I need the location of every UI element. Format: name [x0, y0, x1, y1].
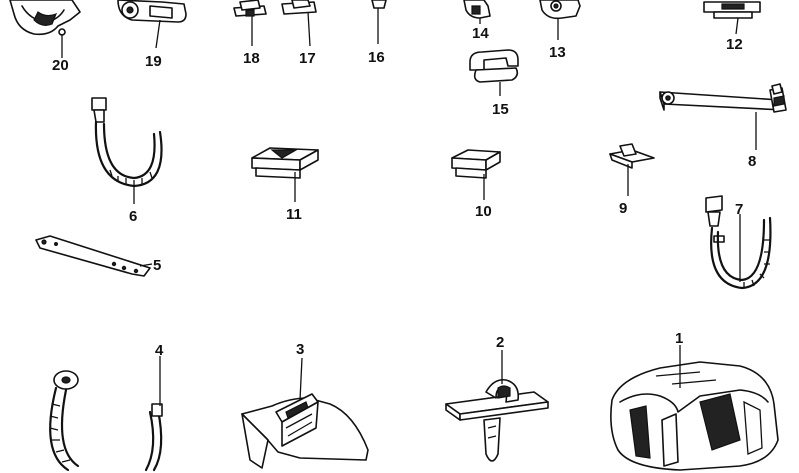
- part-2: 2: [445, 334, 549, 462]
- label-10: 10: [475, 203, 492, 220]
- part-8: 8: [659, 83, 787, 170]
- part-9: 9: [609, 143, 655, 217]
- label-9: 9: [619, 200, 627, 217]
- part-3: 3: [241, 341, 369, 469]
- label-1: 1: [675, 330, 683, 347]
- label-17: 17: [299, 50, 316, 67]
- part-12: 12: [703, 1, 761, 53]
- part-7: 7: [705, 195, 772, 290]
- label-19: 19: [145, 53, 162, 70]
- part-14: 14: [463, 0, 491, 42]
- label-15: 15: [492, 101, 509, 118]
- label-11: 11: [286, 206, 302, 223]
- part-15: 15: [469, 49, 519, 118]
- label-5: 5: [153, 257, 161, 274]
- label-20: 20: [52, 57, 69, 74]
- part-19: 19: [117, 0, 187, 70]
- label-8: 8: [748, 153, 756, 170]
- label-16: 16: [368, 49, 385, 66]
- label-4: 4: [155, 342, 164, 359]
- label-7: 7: [735, 201, 743, 218]
- label-18: 18: [243, 50, 260, 67]
- part-16: 16: [368, 0, 387, 66]
- part-18: 18: [233, 0, 267, 67]
- label-13: 13: [549, 44, 566, 61]
- part-13: 13: [539, 0, 581, 61]
- part-5: 5: [35, 235, 161, 277]
- part-17: 17: [281, 0, 317, 67]
- part-20: 20: [9, 0, 81, 74]
- label-2: 2: [496, 334, 504, 351]
- label-14: 14: [472, 25, 489, 42]
- part-4: 4: [49, 342, 164, 472]
- part-1: 1: [610, 330, 779, 471]
- label-12: 12: [726, 36, 743, 53]
- part-10: 10: [451, 149, 501, 220]
- part-6: 6: [91, 97, 163, 225]
- part-11: 11: [251, 147, 319, 223]
- label-6: 6: [129, 208, 137, 225]
- label-3: 3: [296, 341, 304, 358]
